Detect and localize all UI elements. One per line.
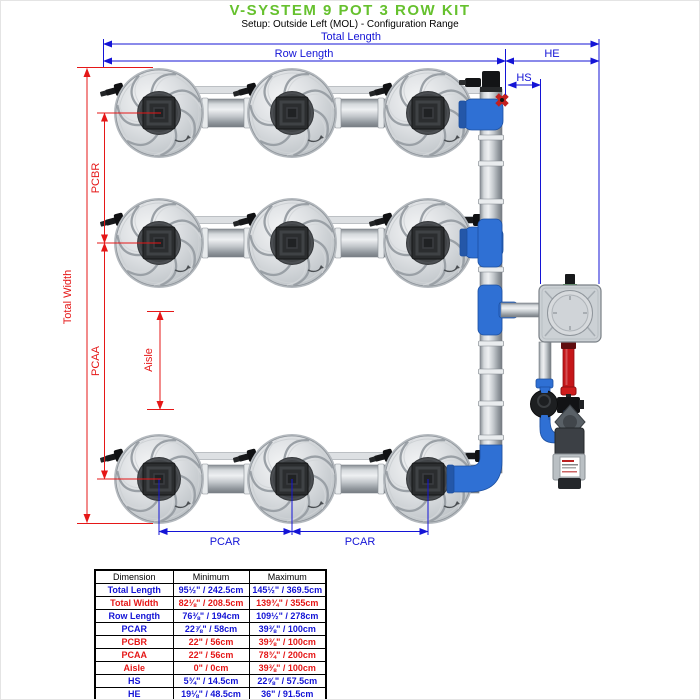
row-max: 39⅜" / 100cm (248, 635, 327, 649)
row-max: 36" / 91.5cm (248, 687, 327, 699)
table-row: PCAA 22" / 56cm 78¾" / 200cm (94, 648, 327, 662)
label-pcbr: PCBR (90, 163, 102, 194)
header-minimum: Minimum (172, 569, 250, 584)
row-min: 5¾" / 14.5cm (172, 674, 250, 688)
table-row: Total Length 95½" / 242.5cm 145½" / 369.… (94, 583, 327, 597)
table-row: HE 19⅛" / 48.5cm 36" / 91.5cm (94, 687, 327, 699)
row-max: 22⅝" / 57.5cm (248, 674, 327, 688)
row-min: 76⅜" / 194cm (172, 609, 250, 623)
row-label: Total Length (94, 583, 174, 597)
reservoir-icon (538, 274, 602, 343)
row-max: 145½" / 369.5cm (248, 583, 327, 597)
manifold-fittings (446, 98, 518, 494)
label-hs: HS (516, 72, 531, 84)
row-label: Total Width (94, 596, 174, 610)
pump-unit-icon (552, 404, 586, 489)
pots (104, 58, 480, 532)
table-row: Aisle 0" / 0cm 39⅜" / 100cm (94, 661, 327, 675)
table-row: HS 5¾" / 14.5cm 22⅝" / 57.5cm (94, 674, 327, 688)
manifold-coupler-icons (478, 134, 504, 441)
row-max: 109½" / 278cm (248, 609, 327, 623)
row-min: 0" / 0cm (172, 661, 250, 675)
label-pcar-right: PCAR (345, 536, 376, 548)
pot (104, 58, 211, 166)
page-subtitle: Setup: Outside Left (MOL) - Configuratio… (241, 19, 459, 30)
label-total-length: Total Length (321, 31, 381, 43)
reservoir-feed-pipe (500, 302, 542, 318)
table-header-row: Dimension Minimum Maximum (94, 569, 327, 584)
label-total-width: Total Width (62, 270, 74, 324)
row-max: 39⅜" / 100cm (248, 661, 327, 675)
drain-valve-icon (495, 93, 509, 107)
row-label: PCAA (94, 648, 174, 662)
row-min: 22" / 56cm (172, 648, 250, 662)
table-row: PCBR 22" / 56cm 39⅜" / 100cm (94, 635, 327, 649)
reservoir-assembly (500, 274, 602, 489)
pot (237, 424, 344, 532)
table-row: PCAR 22⅞" / 58cm 39⅜" / 100cm (94, 622, 327, 636)
blue-dimensions (103, 39, 600, 535)
pot (104, 188, 211, 296)
row-min: 82⅛" / 208.5cm (172, 596, 250, 610)
row-max: 139¾" / 355cm (248, 596, 327, 610)
row-label: HS (94, 674, 174, 688)
row-label: PCAR (94, 622, 174, 636)
label-aisle: Aisle (143, 348, 155, 372)
label-row-length: Row Length (275, 48, 334, 60)
row-label: HE (94, 687, 174, 699)
manifold-cap-icon (459, 71, 502, 92)
inline-pump-icon (530, 388, 558, 420)
row-min: 22" / 56cm (172, 635, 250, 649)
row-min: 95½" / 242.5cm (172, 583, 250, 597)
row-min: 22⅞" / 58cm (172, 622, 250, 636)
row-label: PCBR (94, 635, 174, 649)
page-title: V-SYSTEM 9 POT 3 ROW KIT (229, 2, 471, 19)
dimension-table: Dimension Minimum Maximum Total Length 9… (94, 569, 327, 699)
pot (237, 58, 344, 166)
row-max: 39⅜" / 100cm (248, 622, 327, 636)
pot (237, 188, 344, 296)
header-dimension: Dimension (94, 569, 174, 584)
red-dimensions (77, 67, 174, 524)
label-he: HE (544, 48, 559, 60)
row-max: 78¾" / 200cm (248, 648, 327, 662)
row-label: Row Length (94, 609, 174, 623)
table-row: Row Length 76⅜" / 194cm 109½" / 278cm (94, 609, 327, 623)
table-row: Total Width 82⅛" / 208.5cm 139¾" / 355cm (94, 596, 327, 610)
label-pcar-left: PCAR (210, 536, 241, 548)
row-label: Aisle (94, 661, 174, 675)
label-pcaa: PCAA (90, 345, 102, 376)
header-maximum: Maximum (248, 569, 327, 584)
row-min: 19⅛" / 48.5cm (172, 687, 250, 699)
pot (104, 424, 211, 532)
